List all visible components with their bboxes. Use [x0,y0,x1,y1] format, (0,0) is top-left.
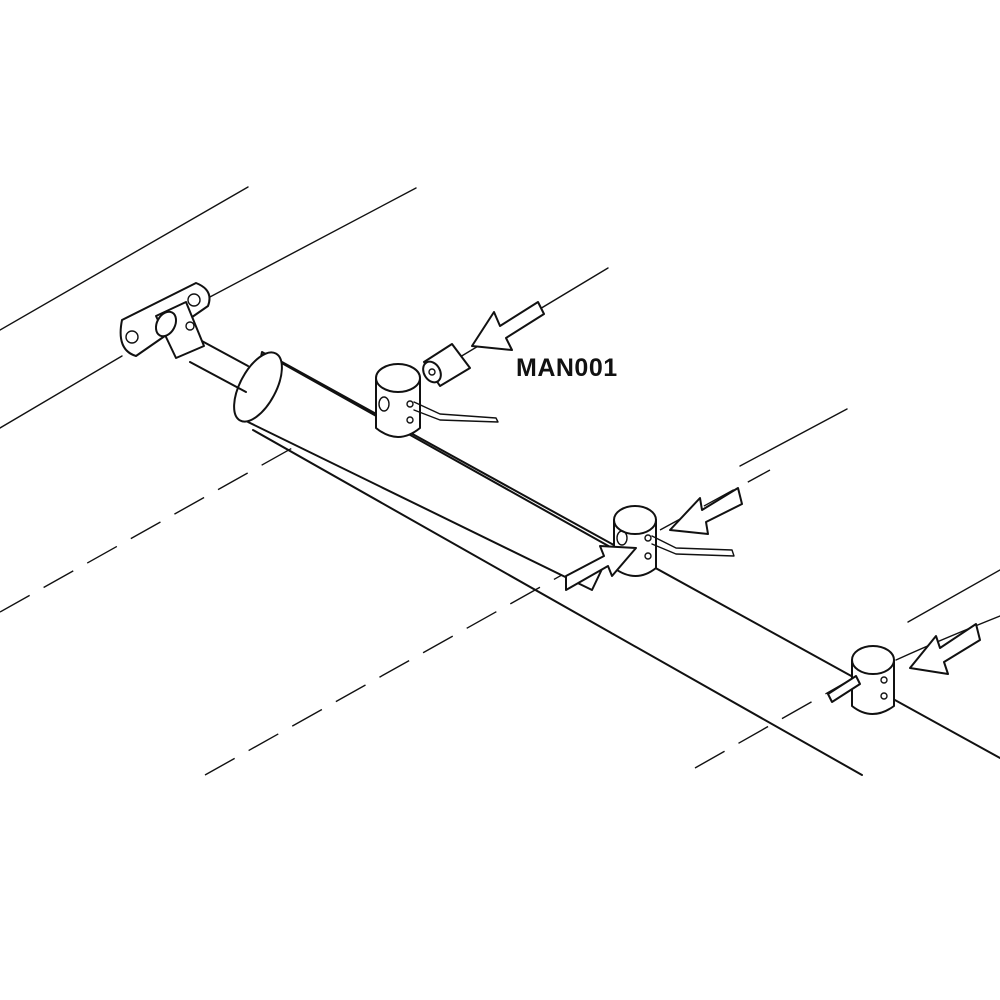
arrow-clamp-2-right [669,487,743,535]
part-man001 [422,343,471,387]
bracket-hole-right [187,293,201,307]
clamp-1-screw-upper [406,400,414,408]
clevis-pin [154,310,178,338]
spacer-end [422,360,442,384]
clamp-3-pin [827,675,861,703]
frame-edge-upper [0,186,249,331]
clamp-2-screw-upper [644,534,652,542]
clamp-1 [375,363,499,438]
frame-edge-right-upper [207,187,417,299]
part-label-man001: MAN001 [516,354,618,382]
frame-edge-right [739,408,848,467]
clamp-3 [827,615,1000,715]
arrow-clamp-3-shape [909,623,981,675]
clamp-1-hex-key [413,401,499,423]
clamp-1-screw-lower [406,416,414,424]
mounting-bracket [119,282,211,359]
clamp-3-top [851,645,895,675]
clamp-2-screw-lower [644,552,652,560]
piston-rod-upper [199,339,249,367]
arrow-man001 [471,301,545,351]
piston-rod-lower [189,361,247,393]
clamp-3-screw-upper [880,676,888,684]
clamp-2-top [613,505,657,535]
bracket-hole-left [125,330,139,344]
spacer-bore [428,368,436,376]
actuator-cylinder [189,339,613,591]
center-line-upper [0,409,361,613]
arrow-clamp-2-left-shape [565,545,637,591]
arrow-clamp-2-right-shape [669,487,743,535]
clevis-hole [185,321,195,331]
center-line-lower [204,547,611,776]
cylinder-body [247,351,613,591]
clamp-3-cable [895,615,1000,661]
arrow-clamp-2-left [565,545,637,591]
clamp-3-body [851,659,895,715]
clamp-1-bore [378,396,390,412]
arrow-man001-shape [471,301,545,351]
clamp-2-bore [616,530,628,546]
cylinder-end-cap [233,351,283,423]
frame-edge-left-lower [0,355,123,429]
clamp-3-screw-lower [880,692,888,700]
arrow-clamp-3 [909,623,981,675]
clamp-2-hex-key [651,535,735,557]
frame-edges [0,186,1000,623]
clamp-1-top [375,363,421,393]
center-line-upper-right [659,469,771,531]
frame-edge-far-right [907,569,1000,623]
rod-lower-edge [252,429,863,776]
center-line-lower-right [694,679,851,769]
